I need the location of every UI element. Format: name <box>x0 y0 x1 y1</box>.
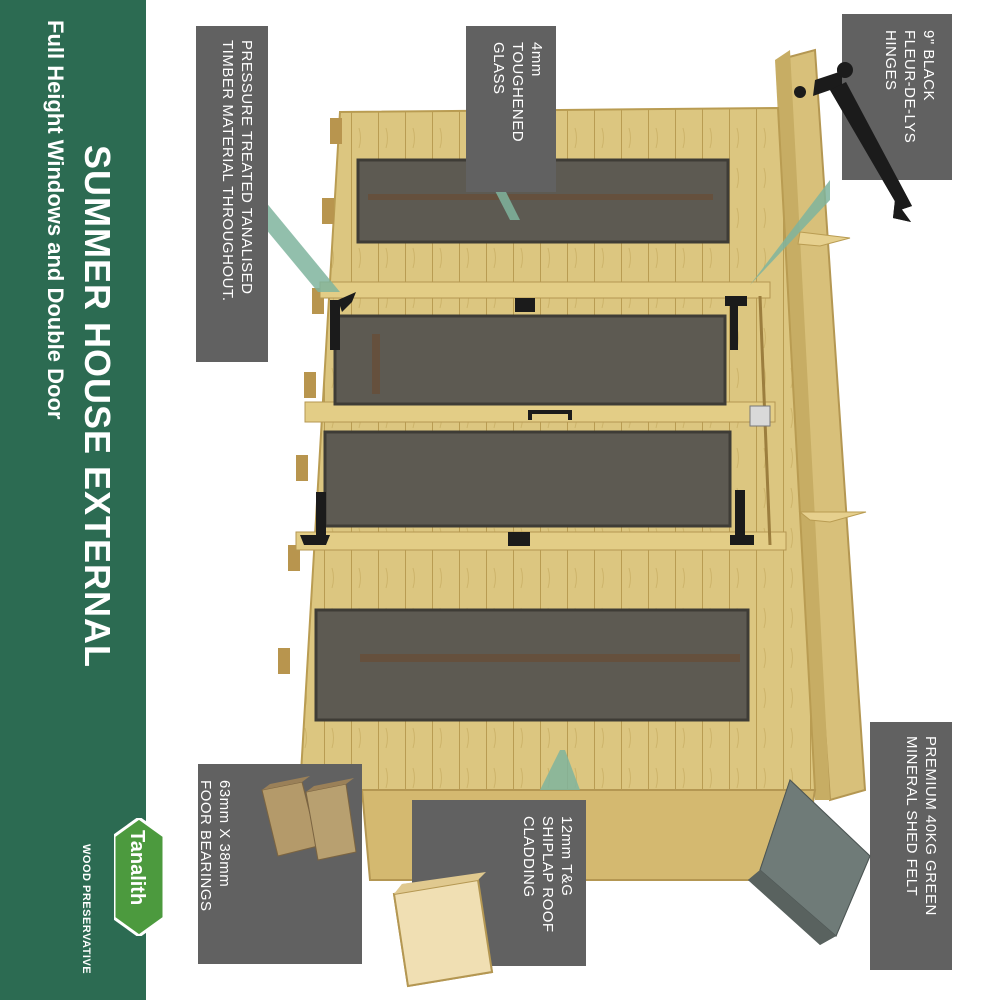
callout-felt: PREMIUM 40KG GREEN MINERAL SHED FELT <box>870 722 952 970</box>
side-banner: SUMMER HOUSE EXTERNAL Full Height Window… <box>0 0 166 1000</box>
door-handle <box>528 410 572 420</box>
banner-title: SUMMER HOUSE EXTERNAL <box>77 145 118 669</box>
bearings-line-1: 63mm X 38mm <box>216 780 233 888</box>
callout-pressure-treated: PRESSURE TREATED TANALISED TIMBER MATERI… <box>196 26 268 362</box>
bearings-line-2: FOOR BEARINGS <box>197 780 214 912</box>
pressure-line-2: TIMBER MATERIAL THROUGHOUT. <box>219 40 236 302</box>
felt-line-1: PREMIUM 40KG GREEN <box>922 736 939 916</box>
banner-subtitle: Full Height Windows and Double Door <box>43 20 68 420</box>
hinges-line-2: FLEUR-DE-LYS <box>901 30 918 144</box>
glass-line-3: GLASS <box>490 42 507 95</box>
callout-glass: 4mm TOUGHENED GLASS <box>466 26 556 192</box>
callout-hinges: 9" BLACK FLEUR-DE-LYS HINGES <box>842 14 952 180</box>
cladding-line-2: SHIPLAP ROOF <box>539 816 556 933</box>
cladding-line-3: CLADDING <box>520 816 537 898</box>
door-glass-upper <box>333 314 727 406</box>
callout-bearings: 63mm X 38mm FOOR BEARINGS <box>197 764 362 964</box>
logo-caption: WOOD PRESERVATIVE <box>80 844 92 975</box>
hinges-line-3: HINGES <box>882 30 899 91</box>
felt-line-2: MINERAL SHED FELT <box>903 736 920 897</box>
door-glass-lower <box>323 430 732 528</box>
logo-text: Tanalith <box>126 830 148 906</box>
cladding-line-1: 12mm T&G <box>558 816 575 897</box>
callout-cladding: 12mm T&G SHIPLAP ROOF CLADDING <box>412 800 586 966</box>
window-bottom <box>314 608 750 722</box>
glass-line-2: TOUGHENED <box>509 42 526 143</box>
hinges-line-1: 9" BLACK <box>920 30 937 102</box>
pressure-line-1: PRESSURE TREATED TANALISED <box>238 40 255 295</box>
door-hinges <box>300 292 754 546</box>
door-latch <box>749 405 771 427</box>
glass-line-1: 4mm <box>528 42 545 77</box>
